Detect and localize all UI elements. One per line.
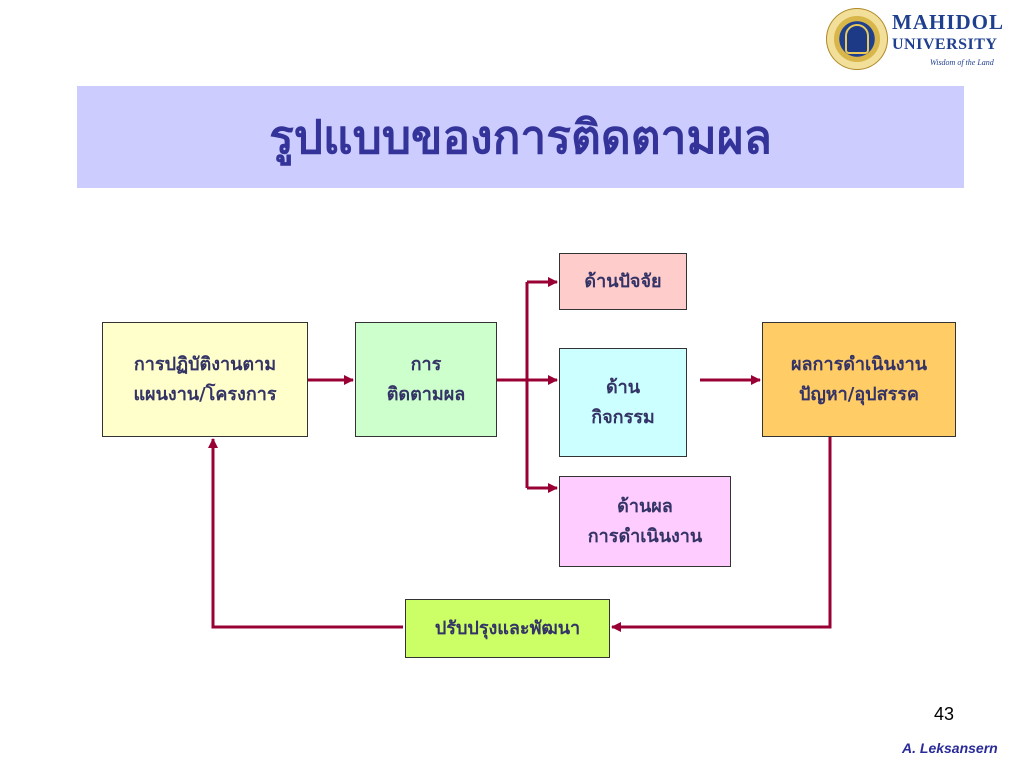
- node-performance: ด้านผล การดำเนินงาน: [559, 476, 731, 567]
- node-factor-line1: ด้านปัจจัย: [584, 270, 662, 292]
- node-activity-line2: กิจกรรม: [591, 406, 655, 428]
- university-seal-icon: [826, 8, 888, 70]
- node-monitor-line1: การ: [410, 353, 442, 375]
- node-activity-line1: ด้าน: [605, 376, 641, 398]
- node-improve-line1: ปรับปรุงและพัฒนา: [434, 617, 581, 639]
- node-result: ผลการดำเนินงาน ปัญหา/อุปสรรค: [762, 322, 956, 437]
- logo-name: MAHIDOL: [892, 10, 1004, 34]
- node-activity: ด้าน กิจกรรม: [559, 348, 687, 457]
- logo-tagline: Wisdom of the Land: [930, 58, 994, 67]
- node-result-line1: ผลการดำเนินงาน: [790, 353, 927, 375]
- node-monitor: การ ติดตามผล: [355, 322, 497, 437]
- arrow-improve-to-plan: [208, 438, 403, 629]
- node-plan-line1: การปฏิบัติงานตาม: [133, 353, 277, 375]
- page-number: 43: [934, 704, 955, 724]
- node-plan: การปฏิบัติงานตาม แผนงาน/โครงการ: [102, 322, 308, 437]
- slide-title: รูปแบบของการติดตามผล: [269, 109, 772, 164]
- arrow-result-to-improve: [611, 437, 832, 632]
- node-monitor-line2: ติดตามผล: [386, 383, 466, 405]
- node-improve: ปรับปรุงและพัฒนา: [405, 599, 610, 658]
- node-performance-line2: การดำเนินงาน: [587, 525, 703, 547]
- author-credit: A. Leksansern: [902, 740, 998, 756]
- logo-sub: UNIVERSITY: [892, 36, 998, 53]
- node-factor: ด้านปัจจัย: [559, 253, 687, 310]
- node-performance-line1: ด้านผล: [617, 495, 673, 517]
- node-result-line2: ปัญหา/อุปสรรค: [799, 383, 919, 405]
- university-logo: MAHIDOL UNIVERSITY Wisdom of the Land: [826, 6, 1016, 70]
- title-band: รูปแบบของการติดตามผล: [77, 86, 964, 188]
- node-plan-line2: แผนงาน/โครงการ: [133, 383, 277, 405]
